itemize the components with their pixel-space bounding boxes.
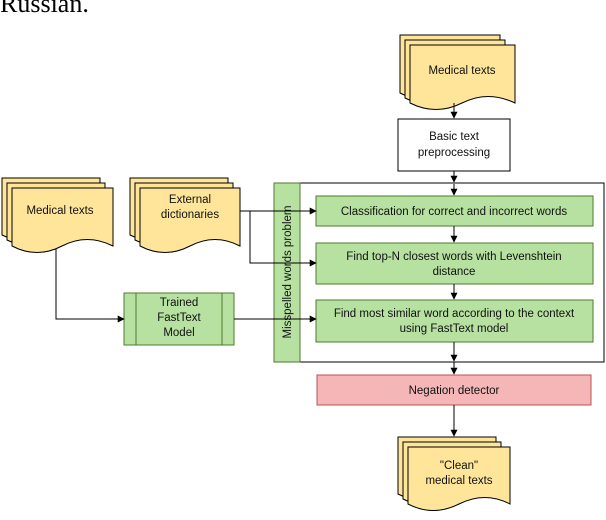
trained-fasttext-line2: FastText [157,312,201,324]
basic-preprocessing-box: Basic text preprocessing [397,118,511,172]
clean-texts-line1: "Clean" [440,460,478,472]
classification-label: Classification for correct and incorrect… [341,206,567,218]
basic-preprocessing-line2: preprocessing [418,147,490,159]
doc-medical-texts-top: Medical texts [399,34,516,110]
basic-preprocessing-line1: Basic text [429,131,480,143]
trained-fasttext-box: Trained FastText Model [123,292,235,346]
header-fragment: Russian. [0,0,89,18]
medical-texts-left-label: Medical texts [26,205,93,217]
trained-fasttext-line1: Trained [160,297,199,309]
trained-fasttext-line3: Model [163,327,194,339]
levenshtein-box: Find top-N closest words with Levenshtei… [315,242,594,285]
classification-box: Classification for correct and incorrect… [315,195,594,227]
fasttext-context-box: Find most similar word according to the … [315,299,594,343]
arrow-texts-to-fasttext-model [55,249,125,323]
levenshtein-line2: distance [433,266,476,278]
external-dictionaries-line1: External [169,194,211,206]
doc-medical-texts-left: Medical texts [1,177,114,253]
fasttext-context-line1: Find most similar word according to the … [334,308,575,320]
negation-detector-box: Negation detector [316,374,592,406]
negation-detector-label: Negation detector [409,385,500,397]
fasttext-context-line2: using FastText model [400,323,509,335]
external-dictionaries-line2: dictionaries [161,209,219,221]
connectors [55,103,458,437]
doc-external-dictionaries: External dictionaries [129,177,241,253]
medical-texts-top-label: Medical texts [428,65,495,77]
doc-clean-medical-texts: "Clean" medical texts [397,436,511,511]
misspelled-group-label: Misspelled words problem [282,206,294,339]
clean-texts-line2: medical texts [425,475,492,487]
arrow-dictionaries-to-levenshtein [249,211,317,267]
levenshtein-line1: Find top-N closest words with Levenshtei… [346,251,561,263]
